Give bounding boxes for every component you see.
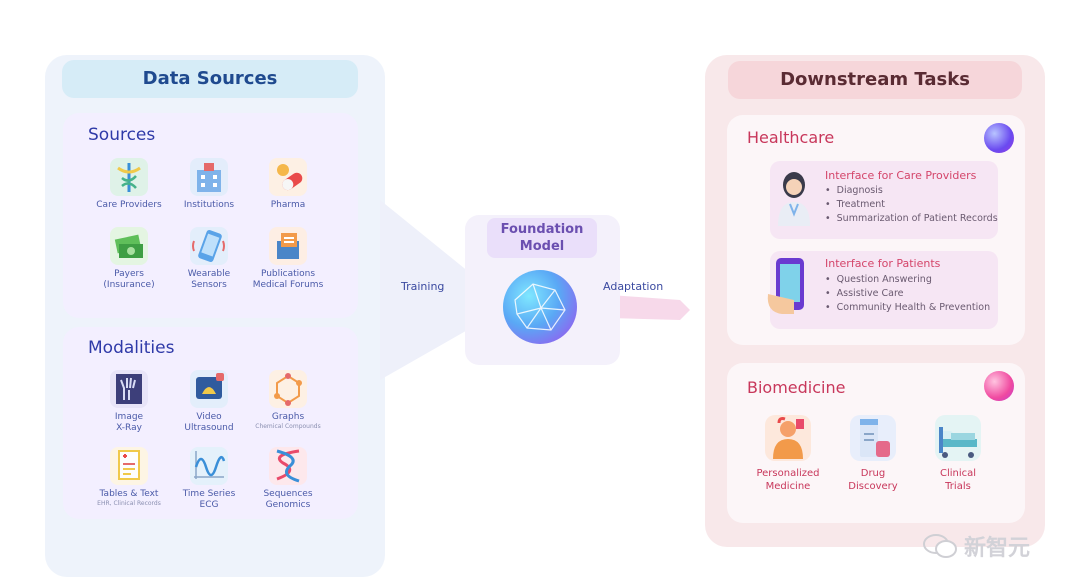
ultrasound-icon: [190, 370, 228, 408]
pill-icon: [269, 158, 307, 196]
adaptation-arrow: [610, 295, 690, 320]
smartphone-icon: [764, 256, 810, 322]
biomedicine-title: Biomedicine: [747, 378, 846, 397]
modality-video: Video Ultrasound: [173, 370, 245, 434]
watermark-text: 新智元: [964, 536, 1031, 561]
training-funnel: [380, 200, 485, 380]
list-item: • Question Answering: [825, 274, 932, 285]
bio-drug-discovery: Drug Discovery: [836, 415, 910, 493]
modalities-box: [63, 327, 358, 519]
flow-arrows: [380, 200, 690, 380]
wechat-icon: [923, 534, 957, 558]
patients-card: [770, 251, 998, 329]
training-label: Training: [401, 280, 445, 293]
modality-sequences: Sequences Genomics: [252, 447, 324, 511]
bio-clinical-trials: Clinical Trials: [921, 415, 995, 493]
care-providers-title: Interface for Care Providers: [825, 169, 977, 182]
doctor-icon: [772, 168, 816, 230]
list-item: • Treatment: [825, 199, 885, 210]
healthcare-orb-icon: [984, 123, 1014, 153]
patients-title: Interface for Patients: [825, 257, 941, 270]
biomedicine-orb-icon: [984, 371, 1014, 401]
healthcare-title: Healthcare: [747, 128, 835, 147]
list-item: • Diagnosis: [825, 185, 883, 196]
care-providers-card: [770, 161, 998, 239]
modality-tables-text: Tables & Text EHR, Clinical Records: [93, 447, 165, 508]
source-care-providers: Care Providers: [93, 158, 165, 211]
source-publications: Publications Medical Forums: [252, 227, 324, 291]
hospital-icon: [190, 158, 228, 196]
caduceus-icon: [110, 158, 148, 196]
graph-icon: [269, 370, 307, 408]
modality-time-series: Time Series ECG: [173, 447, 245, 511]
modalities-title: Modalities: [88, 338, 175, 358]
source-payers: Payers (Insurance): [93, 227, 165, 291]
drug-discovery-icon: [850, 415, 896, 461]
bio-personalized-medicine: Personalized Medicine: [751, 415, 825, 493]
personalized-medicine-icon: [765, 415, 811, 461]
money-icon: [110, 227, 148, 265]
source-institutions: Institutions: [173, 158, 245, 211]
sources-title: Sources: [88, 125, 156, 145]
neural-globe-icon: [503, 270, 577, 344]
list-item: • Summarization of Patient Records: [825, 213, 998, 224]
modality-graphs: Graphs Chemical Compounds: [252, 370, 324, 431]
list-item: • Community Health & Prevention: [825, 302, 991, 313]
care-providers-list: • Diagnosis • Treatment • Summarization …: [825, 184, 998, 226]
modality-image: Image X-Ray: [93, 370, 165, 434]
patients-list: • Question Answering • Assistive Care • …: [825, 273, 990, 315]
phone-icon: [190, 227, 228, 265]
hospital-bed-icon: [935, 415, 981, 461]
dna-icon: [269, 447, 307, 485]
document-icon: [110, 447, 148, 485]
source-pharma: Pharma: [252, 158, 324, 211]
list-item: • Assistive Care: [825, 288, 904, 299]
foundation-model-title: Foundation Model: [487, 218, 597, 258]
sources-box: [63, 113, 358, 318]
downstream-tasks-header: Downstream Tasks: [728, 61, 1022, 99]
source-wearable: Wearable Sensors: [173, 227, 245, 291]
watermark: 新智元: [922, 530, 1030, 562]
xray-icon: [110, 370, 148, 408]
adaptation-label: Adaptation: [603, 280, 664, 293]
waveform-icon: [190, 447, 228, 485]
book-icon: [269, 227, 307, 265]
data-sources-header: Data Sources: [62, 60, 358, 98]
